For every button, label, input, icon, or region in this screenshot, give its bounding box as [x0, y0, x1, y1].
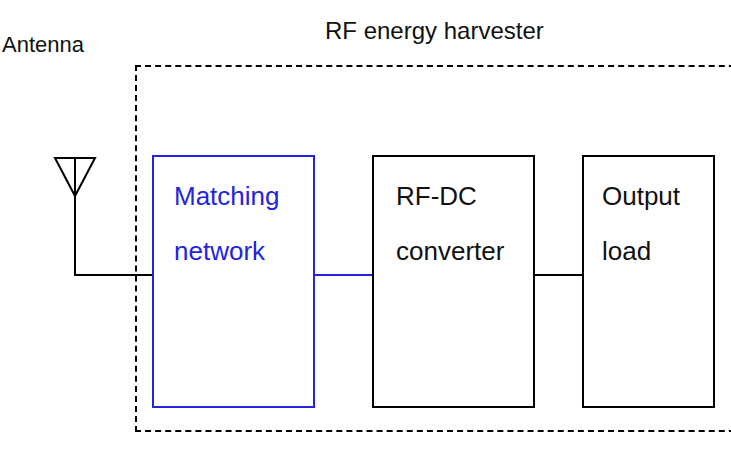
box-label: RF-DC converter — [374, 157, 533, 279]
process-box: Output load — [582, 155, 715, 408]
box-label: Matching network — [154, 157, 313, 279]
group-boundary: RF energy harvesterMatching networkRF-DC… — [135, 65, 731, 432]
antenna-feed-wire — [75, 158, 152, 275]
process-box: Matching network — [152, 155, 315, 408]
box-label: Output load — [584, 157, 713, 279]
part-name: Antenna — [2, 32, 84, 58]
process-box: RF-DC converter — [372, 155, 535, 408]
signal-wire — [315, 274, 372, 276]
group-title: RF energy harvester — [325, 17, 544, 45]
signal-wire — [535, 274, 582, 276]
